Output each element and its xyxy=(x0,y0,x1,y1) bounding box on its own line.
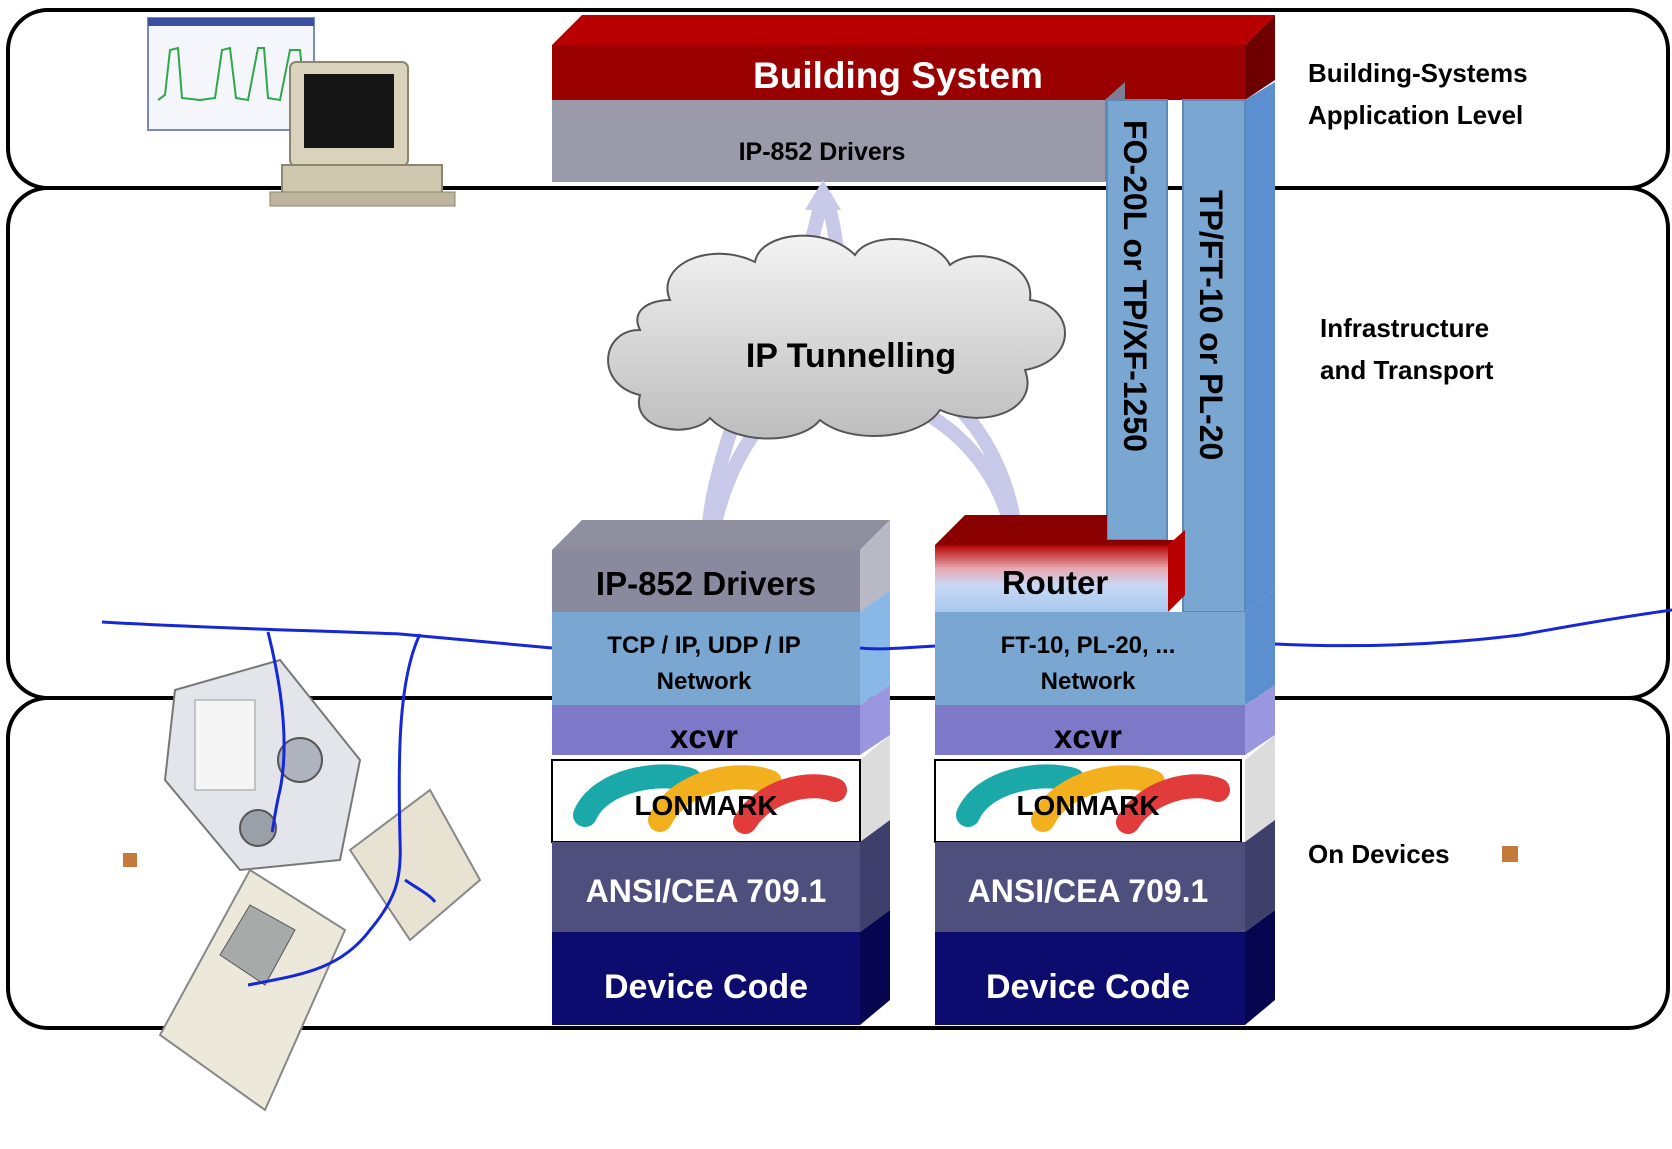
level-labels: Building-Systems Application Level Infra… xyxy=(1308,58,1528,869)
drop-wire-3 xyxy=(404,878,437,903)
drop-wire-1 xyxy=(266,631,286,833)
drop-wire-2 xyxy=(247,633,422,987)
infrastructure-level-label-1: Infrastructure xyxy=(1320,313,1489,343)
field-devices-image xyxy=(123,658,482,1112)
left-ansi-label: ANSI/CEA 709.1 xyxy=(586,873,827,909)
application-level-label-2: Application Level xyxy=(1308,100,1523,130)
right-ansi-label: ANSI/CEA 709.1 xyxy=(968,873,1209,909)
building-system-label: Building System xyxy=(753,55,1043,96)
left-xcvr-label: xcvr xyxy=(670,718,738,755)
left-lonmark-logo xyxy=(573,764,847,834)
right-network-line1: FT-10, PL-20, ... xyxy=(1001,632,1176,659)
network-wires xyxy=(101,608,1672,987)
devices-level-label: On Devices xyxy=(1308,839,1450,869)
left-network-line2: Network xyxy=(657,668,752,695)
ip-tunnelling-cloud: IP Tunnelling xyxy=(607,234,1066,440)
top-ip852-drivers-block: IP-852 Drivers xyxy=(552,82,1125,182)
workstation-image xyxy=(147,17,456,207)
router-label: Router xyxy=(1002,564,1108,601)
infrastructure-level-label-2: and Transport xyxy=(1320,355,1494,385)
actuator-device xyxy=(163,658,362,872)
building-system-block: Building System xyxy=(552,15,1275,100)
thermostat-device xyxy=(158,868,347,1112)
tp-vertical-bar: TP/FT-10 or PL-20 xyxy=(1182,82,1275,613)
fo-bar-label: FO-20L or TP/XF-1250 xyxy=(1117,120,1153,452)
fo-vertical-bar: FO-20L or TP/XF-1250 xyxy=(1106,99,1168,541)
left-lonmark-label: LONMARK xyxy=(634,790,777,821)
left-device-code-label: Device Code xyxy=(604,968,808,1006)
cloud-label: IP Tunnelling xyxy=(746,337,956,375)
right-xcvr-label: xcvr xyxy=(1054,718,1122,755)
application-level-label-1: Building-Systems xyxy=(1308,58,1528,88)
right-lonmark-label: LONMARK xyxy=(1016,790,1159,821)
top-drivers-label: IP-852 Drivers xyxy=(739,138,906,166)
left-drivers-label: IP-852 Drivers xyxy=(596,565,816,602)
right-wire xyxy=(1274,608,1672,648)
wall-sensor-device xyxy=(348,788,482,942)
small-cube-icon-left xyxy=(123,853,137,867)
right-lonmark-logo xyxy=(956,764,1230,834)
tp-bar-label: TP/FT-10 or PL-20 xyxy=(1193,190,1229,460)
left-network-line1: TCP / IP, UDP / IP xyxy=(607,632,800,659)
left-protocol-stack: IP-852 Drivers TCP / IP, UDP / IP Networ… xyxy=(551,520,890,1025)
arrow-head-up xyxy=(805,180,841,210)
right-network-line2: Network xyxy=(1041,668,1136,695)
middle-wire xyxy=(859,644,936,651)
left-wire xyxy=(101,620,553,650)
small-cube-icon-right xyxy=(1502,846,1518,862)
right-device-code-label: Device Code xyxy=(986,968,1190,1006)
right-protocol-stack: Router FT-10, PL-20, ... Network xcvr LO… xyxy=(934,515,1275,1025)
